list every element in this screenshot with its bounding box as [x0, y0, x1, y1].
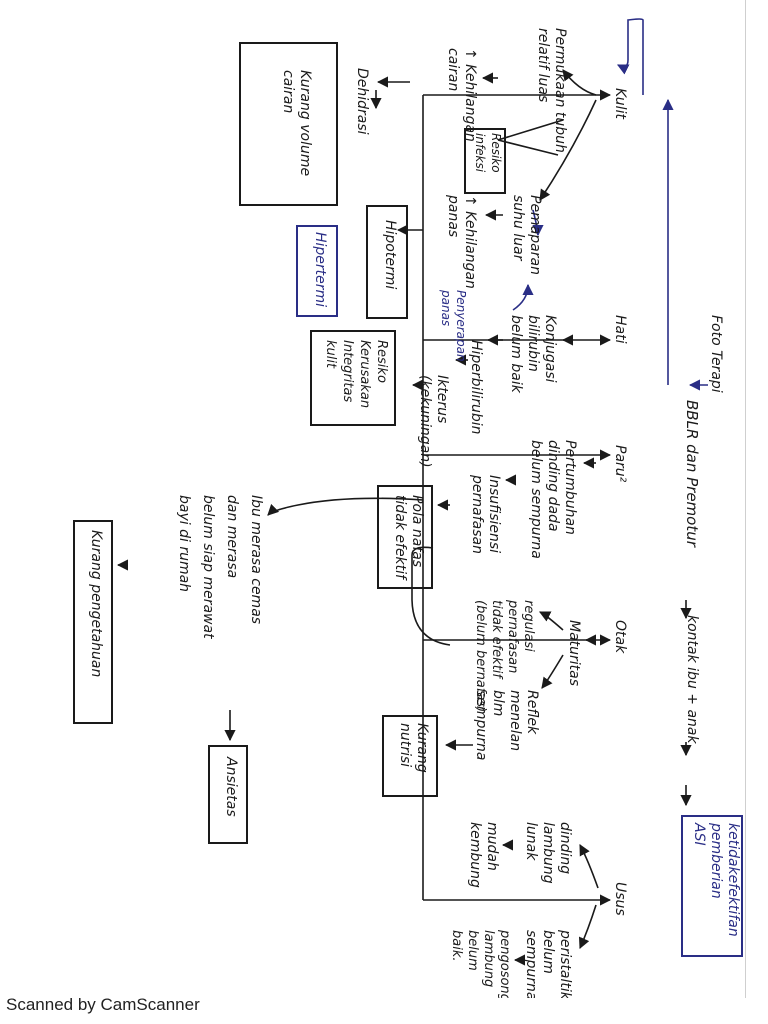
- hati-label: Hati: [612, 315, 628, 344]
- root-to-ibu: [267, 497, 424, 516]
- regulasi-to-pola-nafas: [411, 546, 451, 646]
- kulit-left-text: Permukaan tubuh relatif luas: [535, 28, 568, 153]
- line-infeksi: [497, 139, 559, 156]
- heat-exposure-text: Penyerapan panas: [439, 290, 468, 362]
- hati-step1-text: Konjugasi bilirubin belum baik: [508, 315, 558, 393]
- hipertermi-text: Hipertermi: [312, 232, 328, 308]
- dehydration-text: Dehidrasi: [354, 68, 370, 135]
- usus-right-text: peristaltik belum sempurna: [523, 930, 573, 998]
- paru-label: Paru²: [612, 445, 628, 483]
- page-edge: [745, 0, 746, 998]
- concept-map: Foto Terapi BBLR dan Premotur kontak ibu…: [73, 18, 743, 998]
- hipotermi-text: Hipotermi: [382, 220, 398, 290]
- anxiety-text: Ansietas: [223, 757, 239, 817]
- usus-right2-text: pengosongan lambung belum baik.: [449, 930, 512, 998]
- heat-loss-text: ↑ Kehilangan panas: [445, 195, 478, 289]
- otak-step1-text: Maturitas: [566, 620, 582, 687]
- paru-step2-text: Insufisiensi pernafasan: [469, 475, 502, 554]
- breastfeeding-text: ketidakefektifan pemberian ASI: [691, 823, 741, 937]
- kulit-to-right: [539, 99, 597, 201]
- usus-left2-text: mudah kembung: [467, 822, 500, 888]
- usus-left-text: dinding lambung lunak: [523, 822, 573, 884]
- paru-step1-text: Pertumbuhan dinding dada belum sempurna: [528, 440, 578, 559]
- otak-label: Otak: [612, 620, 628, 654]
- scanned-page: Foto Terapi BBLR dan Premotur kontak ibu…: [73, 0, 746, 998]
- scanner-watermark: Scanned by CamScanner: [6, 995, 200, 1014]
- penyerapan-to-hipertermi: [512, 283, 534, 311]
- kulit-loop: [616, 18, 644, 95]
- connector-lines: [116, 18, 708, 966]
- knowledge-text: Kurang pengetahuan: [88, 530, 104, 678]
- nutrition-text: Kurang nutrisi: [397, 723, 430, 773]
- ibu-text: Ibu merasa cemas dan merasa belum siap m…: [176, 495, 264, 639]
- line-infeksi-2: [497, 119, 564, 141]
- kulit-label: Kulit: [612, 88, 628, 119]
- contact-label: kontak ibu + anak: [684, 615, 700, 744]
- breathing-text: Pola nafas tidak efektif: [392, 495, 425, 579]
- right-loop: [532, 209, 544, 237]
- root-node: BBLR dan Premotur: [683, 400, 701, 547]
- kulit-to-left: [562, 69, 597, 96]
- infection-risk-text: Resiko infeksi: [473, 133, 503, 173]
- usus-label: Usus: [612, 882, 628, 916]
- kulit-right-text: Pemaparan suhu luar: [510, 195, 543, 275]
- hati-step2-text: Hiperbilirubin: [468, 340, 484, 435]
- skin-risk-text: Resiko Kerusakan Integritas kulit: [323, 340, 389, 409]
- otak-to-reflex: [541, 654, 564, 689]
- usus-to-right: [578, 904, 597, 950]
- phototherapy-label: Foto Terapi: [708, 315, 724, 393]
- fluid-deficit-text: Kurang volume cairan: [280, 70, 313, 177]
- usus-to-left: [579, 844, 599, 889]
- reflex-text: Reflek menelan blm sempurna: [473, 690, 540, 761]
- hati-step3-text: Ikterus (kekuningan): [417, 375, 450, 468]
- otak-to-regulasi: [538, 611, 564, 631]
